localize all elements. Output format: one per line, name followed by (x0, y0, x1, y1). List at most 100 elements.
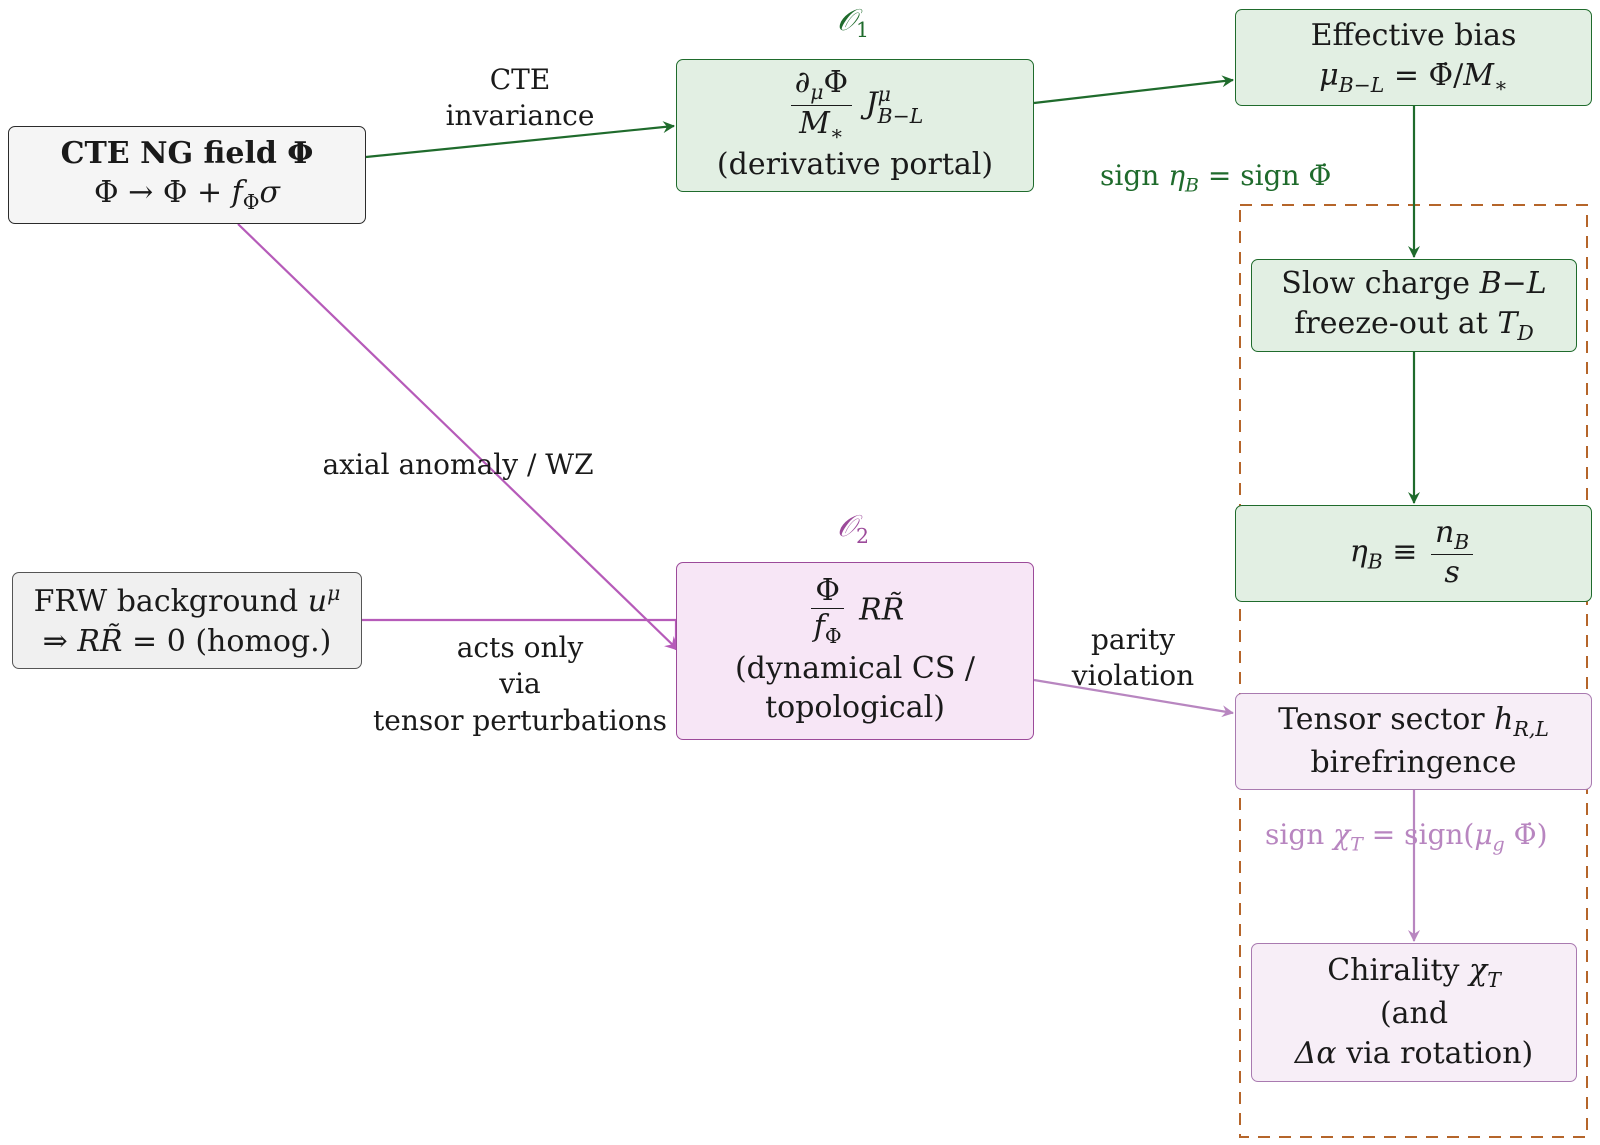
frw-line2: ⇒ RR̃ = 0 (homog.) (43, 622, 332, 662)
edge-label-axial-anomaly: axial anomaly / WZ (322, 448, 594, 481)
node-slow-charge[interactable]: Slow charge B−L freeze-out at TD (1251, 259, 1577, 352)
sign-eta-sub: B (1184, 174, 1199, 197)
node-chern-simons[interactable]: Φ fΦ RR̃ (dynamical CS / topological) (676, 562, 1034, 740)
eta-sub: B (1367, 549, 1383, 574)
frw-homog: = 0 (homog.) (122, 623, 332, 659)
slow-charge-text: Slow charge (1281, 266, 1480, 302)
frw-u-sup: μ (327, 580, 341, 605)
mu-sub: B−L (1338, 72, 1385, 97)
partial-sub: μ (810, 80, 824, 105)
parity-line1: parity (1090, 623, 1176, 656)
tensor-text: Tensor sector (1278, 702, 1495, 738)
eta-fraction-den: s (1444, 555, 1460, 591)
edge-label-sign-eta: sign ηB = sign Φ̇ (1100, 158, 1331, 198)
portal-fraction-num: ∂μΦ (790, 65, 853, 106)
operator-o1-label: 𝒪1 (822, 2, 884, 43)
cs-fraction-den: fΦ (810, 609, 846, 648)
node-cte-ng-field[interactable]: CTE NG field Φ Φ → Φ + fΦσ (8, 126, 366, 224)
chi-symbol: χ (1469, 953, 1488, 989)
edge-label-cte-invariance: CTE invariance (440, 62, 600, 134)
cs-f-sub: Φ (824, 624, 842, 649)
cte-invariance-line2: invariance (445, 98, 595, 132)
transform-f-sub: Φ (242, 190, 260, 215)
portal-fraction-den: M∗ (795, 106, 848, 145)
node-effective-bias[interactable]: Effective bias μB−L = Φ̇/M∗ (1235, 9, 1592, 106)
cs-formula: Φ fΦ RR̃ (806, 573, 905, 649)
o1-symbol: 𝒪 (837, 3, 856, 38)
cs-caption-line1: (dynamical CS / (734, 650, 976, 686)
freeze-out-text: freeze-out at (1294, 305, 1498, 341)
sign-eta-pre: sign (1100, 159, 1169, 192)
o2-subscript: 2 (855, 524, 869, 548)
sign-chi-mu-sub: g (1492, 833, 1505, 856)
frw-rrtilde: RR̃ (77, 623, 123, 659)
chi-sub: T (1487, 968, 1501, 993)
node-frw-background[interactable]: FRW background uμ ⇒ RR̃ = 0 (homog.) (12, 572, 362, 669)
tensor-h-sub: R,L (1513, 717, 1549, 742)
cte-field-transformation: Φ → Φ + fΦσ (94, 173, 280, 216)
n-sub: B (1454, 529, 1470, 554)
bias-m-sub: ∗ (1493, 72, 1508, 97)
edge-label-acts-only: acts only via tensor perturbations (370, 630, 670, 739)
current-sup: μ (877, 82, 891, 107)
acts-only-line1: acts only (456, 631, 584, 664)
edge-o1-to-bias (1033, 75, 1234, 105)
chirality-line1: Chirality χT (1327, 951, 1501, 994)
parity-line2: violation (1071, 658, 1195, 692)
current-j: J (865, 86, 878, 122)
cs-f: f (813, 609, 825, 645)
current-sub: B−L (877, 103, 924, 128)
derivative-portal-caption: (derivative portal) (716, 147, 994, 183)
cs-fraction: Φ fΦ (810, 573, 846, 649)
node-eta-b[interactable]: ηB ≡ nB s (1235, 505, 1592, 602)
sign-chi-pre: sign (1265, 818, 1334, 851)
rotation-text: via rotation) (1336, 1035, 1534, 1071)
chirality-text: Chirality (1327, 953, 1470, 989)
node-tensor-sector[interactable]: Tensor sector hR,L birefringence (1235, 693, 1592, 790)
edge-cte-to-o2 (237, 223, 679, 651)
sign-chi-mu: μ (1474, 818, 1493, 851)
node-chirality[interactable]: Chirality χT (and Δα via rotation) (1251, 943, 1577, 1082)
temperature-t: T (1497, 305, 1518, 341)
eta-fraction-num: nB (1430, 514, 1474, 556)
m-star: M (799, 105, 830, 141)
cs-rrtilde: RR̃ (859, 592, 905, 628)
m-star-sub: ∗ (829, 120, 844, 145)
bias-rhs: = Φ̇/ (1384, 57, 1464, 93)
frw-line1: FRW background uμ (34, 580, 341, 622)
tensor-line1: Tensor sector hR,L (1278, 700, 1549, 743)
implies-arrow: ⇒ (42, 623, 78, 659)
sign-chi-post: = sign( (1362, 818, 1475, 851)
edge-label-sign-chi: sign χT = sign(μg Φ̇) (1265, 817, 1548, 857)
transform-f: f (231, 175, 243, 211)
tensor-h: h (1494, 702, 1514, 738)
chirality-line3: Δα via rotation) (1295, 1034, 1534, 1074)
transform-sigma: σ (259, 175, 280, 211)
tensor-line2: birefringence (1310, 745, 1517, 781)
transform-lhs: Φ → Φ + (94, 175, 232, 211)
o2-symbol: 𝒪 (837, 509, 856, 544)
cte-field-title: CTE NG field Φ (60, 135, 314, 171)
sign-eta-post: = sign Φ̇ (1198, 159, 1332, 192)
cs-fraction-num: Φ (811, 573, 844, 610)
acts-only-line2: via (499, 667, 541, 701)
operator-o2-label: 𝒪2 (822, 508, 884, 549)
n-symbol: n (1434, 514, 1455, 550)
chirality-line2: (and (1379, 996, 1449, 1032)
edge-cte-to-o1 (365, 121, 675, 159)
temperature-sub: D (1517, 320, 1534, 345)
sign-chi-chi: χ (1333, 818, 1351, 851)
mu-symbol: μ (1319, 57, 1339, 93)
delta-alpha: Δα (1294, 1035, 1337, 1071)
eta-symbol: η (1349, 534, 1368, 570)
frw-text: FRW background (33, 583, 308, 619)
partial-symbol: ∂ (794, 65, 811, 101)
cs-caption-line2: topological) (765, 690, 945, 726)
sign-eta-eta: η (1168, 159, 1185, 192)
portal-fraction: ∂μΦ M∗ (790, 65, 853, 145)
slow-charge-bl: B−L (1479, 266, 1547, 302)
acts-only-line3: tensor perturbations (373, 703, 667, 737)
